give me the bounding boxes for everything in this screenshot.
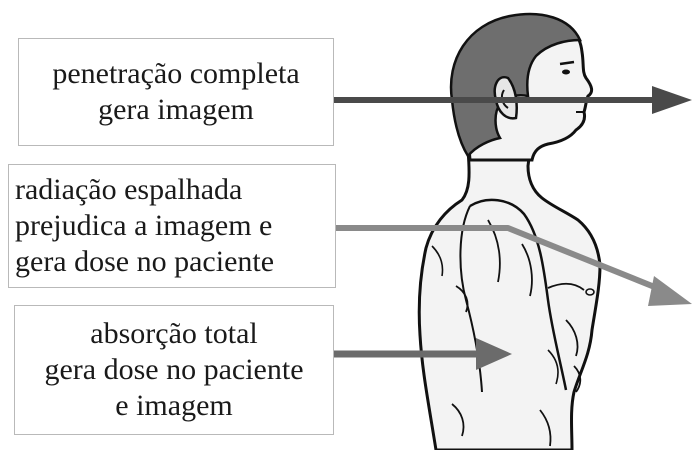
torso-body <box>419 150 600 450</box>
label-line: e imagem <box>115 388 232 424</box>
label-line: absorção total <box>90 316 257 352</box>
label-line: gera imagem <box>98 92 254 128</box>
label-line: prejudica a imagem e <box>15 208 272 244</box>
label-box-absorption: absorção total gera dose no paciente e i… <box>14 305 334 435</box>
label-line: gera dose no paciente <box>44 352 303 388</box>
label-box-penetration: penetração completa gera imagem <box>18 38 334 146</box>
eye-mark <box>562 70 570 75</box>
label-line: penetração completa <box>52 56 299 92</box>
label-line: radiação espalhada <box>15 172 242 208</box>
label-line: gera dose no paciente <box>15 244 274 280</box>
label-box-scatter: radiação espalhada prejudica a imagem e … <box>8 164 336 288</box>
